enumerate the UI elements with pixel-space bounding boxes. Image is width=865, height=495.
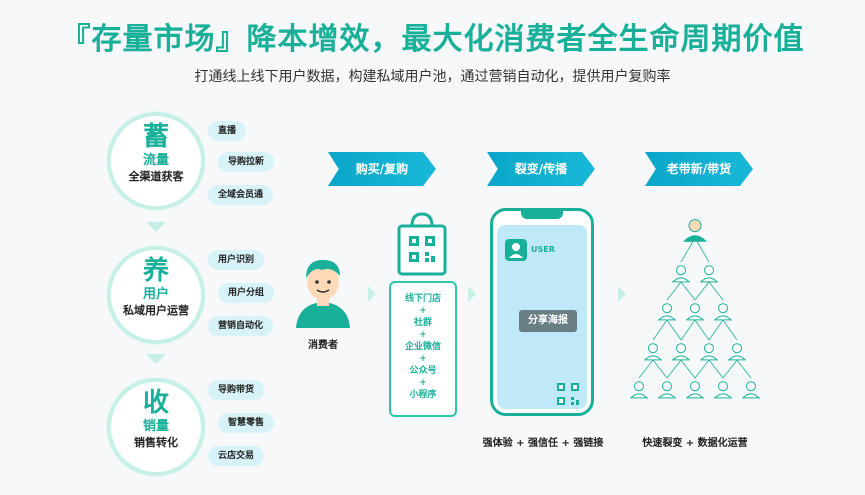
user-node-icon [685, 381, 705, 399]
phone-notch [521, 211, 563, 219]
stage-nurture-title: 用户 [142, 287, 169, 302]
network-link [722, 359, 738, 379]
network-link [638, 359, 654, 379]
tag-identify: 用户识别 [208, 250, 265, 270]
stage-accumulate-char: 蓄 [142, 122, 169, 152]
network-link [680, 319, 696, 341]
stage-accumulate-title: 流量 [142, 153, 169, 168]
referral-network [629, 219, 761, 399]
tag-member: 全域会员通 [208, 185, 274, 205]
banner-fission: 裂变/传播 [487, 152, 595, 186]
plus-icon: + [419, 378, 427, 388]
channel-official-account: 公众号 [409, 366, 437, 376]
stage-harvest: 收 销量 销售转化 [107, 378, 205, 476]
flow-arrow-1 [368, 286, 376, 302]
plus-icon: + [419, 306, 427, 316]
network-link [722, 319, 738, 341]
page-title: 『存量市场』降本增效，最大化消费者全生命周期价值 [60, 22, 805, 57]
user-node-icon [657, 381, 677, 399]
phone-caption: 强体验 + 强信任 + 强链接 [482, 438, 604, 449]
network-link [666, 281, 682, 301]
user-node-icon [629, 381, 649, 399]
share-poster-button[interactable]: 分享海报 [519, 310, 577, 332]
tag-guide-sell: 导购带货 [208, 380, 265, 400]
stage-harvest-title: 销量 [142, 419, 169, 434]
network-link [694, 359, 710, 379]
user-tag-label: USER [531, 245, 555, 254]
channel-community: 社群 [413, 318, 432, 328]
tag-automation: 营销自动化 [208, 316, 274, 336]
shopping-bag-icon [397, 212, 447, 276]
banner-purchase: 购买/复购 [328, 152, 436, 186]
user-node-icon [699, 343, 719, 361]
user-node-icon [671, 343, 691, 361]
network-link [680, 237, 696, 263]
plus-icon: + [419, 330, 427, 340]
page-subtitle: 打通线上线下用户数据，构建私域用户池，通过营销自动化，提供用户复购率 [194, 69, 671, 85]
user-node-icon [713, 303, 733, 321]
user-node-icon [671, 265, 691, 283]
referrer-avatar-icon [682, 219, 708, 242]
qr-code-icon [557, 383, 579, 405]
network-caption: 快速裂变 + 数据化运营 [642, 438, 748, 449]
tag-cloud-store: 云店交易 [208, 446, 265, 466]
phone-mockup: USER 分享海报 [490, 208, 594, 416]
user-node-icon [727, 343, 747, 361]
channel-offline-store: 线下门店 [404, 294, 441, 304]
tag-group: 用户分组 [218, 283, 275, 303]
stage-harvest-char: 收 [142, 388, 169, 418]
tag-guide-acquire: 导购拉新 [218, 152, 275, 172]
banner-referral: 老带新/带货 [645, 152, 753, 186]
channel-list: 线下门店 + 社群 + 企业微信 + 公众号 + 小程序 [389, 281, 457, 417]
network-link [694, 319, 710, 341]
user-node-icon [699, 265, 719, 283]
network-link [694, 281, 710, 301]
consumer-label: 消费者 [308, 340, 338, 351]
flow-arrow-3 [618, 286, 626, 302]
plus-icon: + [419, 354, 427, 364]
network-link [708, 281, 724, 301]
flow-arrow-2 [468, 286, 476, 302]
network-link [736, 359, 752, 379]
network-link [680, 281, 696, 301]
down-arrow-1 [146, 222, 166, 232]
network-link [708, 359, 724, 379]
network-link [680, 359, 696, 379]
network-link [708, 319, 724, 341]
user-badge-icon [505, 239, 527, 261]
tag-smart-retail: 智慧零售 [218, 413, 275, 433]
phone-screen: USER 分享海报 [497, 225, 587, 409]
user-node-icon [657, 303, 677, 321]
network-link [652, 359, 668, 379]
tag-live: 直播 [208, 121, 247, 141]
stage-accumulate: 蓄 流量 全渠道获客 [107, 112, 205, 210]
channel-mini-program: 小程序 [409, 390, 437, 400]
user-node-icon [643, 343, 663, 361]
user-node-icon [713, 381, 733, 399]
user-node-icon [685, 303, 705, 321]
network-link [652, 319, 668, 341]
stage-nurture-char: 养 [142, 256, 169, 286]
down-arrow-2 [146, 354, 166, 364]
stage-harvest-desc: 销售转化 [134, 436, 178, 449]
stage-nurture: 养 用户 私域用户运营 [107, 246, 205, 344]
stage-accumulate-desc: 全渠道获客 [128, 170, 184, 183]
stage-nurture-desc: 私域用户运营 [123, 304, 189, 317]
consumer-avatar-icon [296, 260, 350, 328]
network-link [666, 359, 682, 379]
network-link [666, 319, 682, 341]
channel-wecom: 企业微信 [404, 342, 441, 352]
user-node-icon [741, 381, 761, 399]
network-link [694, 237, 710, 263]
